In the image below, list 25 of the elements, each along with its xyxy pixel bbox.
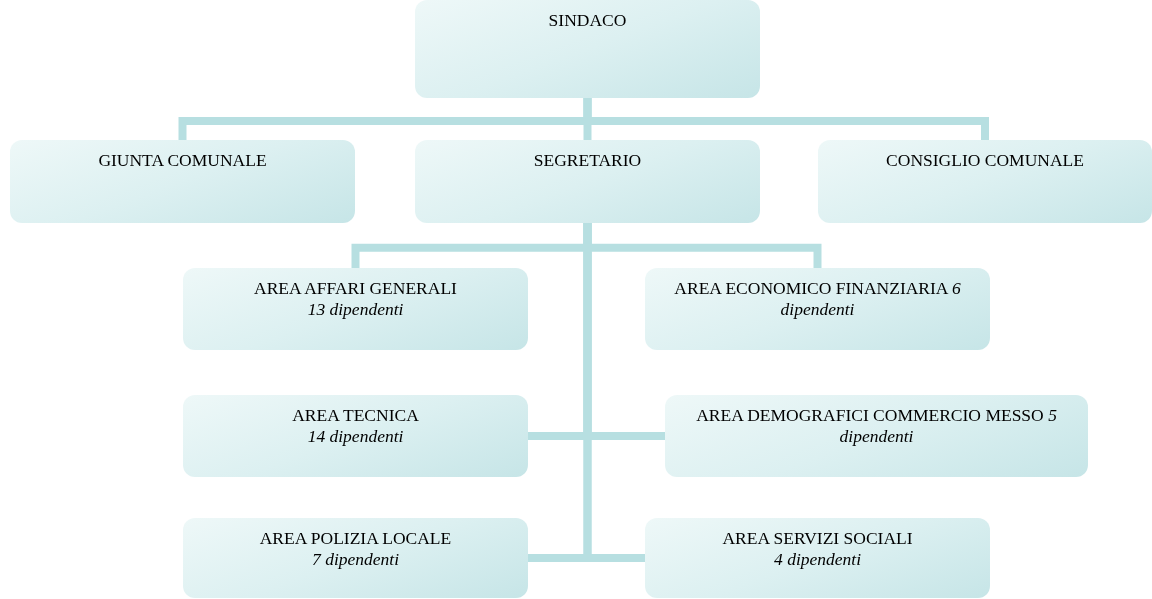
- box-title: SINDACO: [548, 10, 627, 31]
- box-title: AREA DEMOGRAFICI COMMERCIO MESSO 5 dipendenti: [695, 405, 1058, 447]
- org-box: [183, 268, 528, 350]
- box-title: AREA SERVIZI SOCIALI: [722, 528, 913, 549]
- box-title: SEGRETARIO: [533, 150, 642, 171]
- box-title: GIUNTA COMUNALE: [98, 150, 267, 171]
- org-box: [415, 0, 760, 98]
- box-title: AREA AFFARI GENERALI: [254, 278, 457, 299]
- box-title: CONSIGLIO COMUNALE: [886, 150, 1084, 171]
- org-box: [10, 140, 355, 223]
- staff-count: 14 dipendenti: [307, 426, 404, 447]
- org-box: [415, 140, 760, 223]
- org-box: [818, 140, 1152, 223]
- staff-count: 4 dipendenti: [774, 549, 861, 570]
- org-box: [183, 518, 528, 598]
- org-box: [183, 395, 528, 477]
- box-title: AREA ECONOMICO FINANZIARIA 6 dipendenti: [673, 278, 962, 320]
- box-title: AREA POLIZIA LOCALE: [259, 528, 452, 549]
- staff-count: 7 dipendenti: [312, 549, 399, 570]
- box-title: AREA TECNICA: [292, 405, 419, 426]
- org-box: [645, 268, 990, 350]
- staff-count: 13 dipendenti: [307, 299, 404, 320]
- org-box: [665, 395, 1088, 477]
- connector-line: [583, 98, 989, 140]
- org-box: [645, 518, 990, 598]
